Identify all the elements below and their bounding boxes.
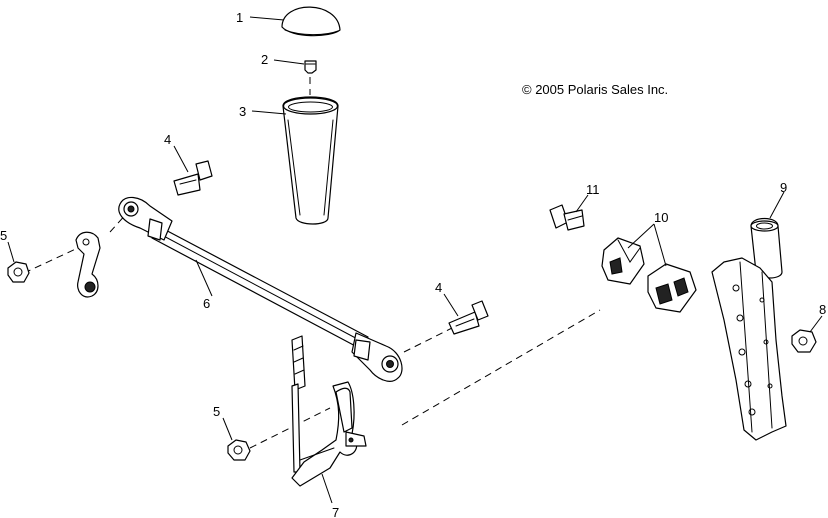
callout-11: 11 xyxy=(586,182,600,197)
part-4-bolt-lower xyxy=(448,300,489,335)
part-2-screw xyxy=(304,60,317,74)
callout-1: 1 xyxy=(236,10,243,25)
frame-bracket xyxy=(711,257,787,441)
callout-7: 7 xyxy=(332,505,339,518)
part-5-nut-left xyxy=(7,261,30,283)
part-7-bracket xyxy=(291,335,367,487)
part-8-nut xyxy=(791,329,817,353)
callout-3: 3 xyxy=(239,104,246,119)
callout-4-lower: 4 xyxy=(435,280,442,295)
callout-8: 8 xyxy=(819,302,826,317)
leader-lines xyxy=(7,16,823,504)
part-5-nut-lower xyxy=(227,439,251,461)
part-1-cap xyxy=(281,6,341,37)
callout-6: 6 xyxy=(203,296,210,311)
part-4-bolt-upper xyxy=(173,160,213,196)
callout-5-lower: 5 xyxy=(213,404,220,419)
callout-5-left: 5 xyxy=(0,228,7,243)
callout-2: 2 xyxy=(261,52,268,67)
callout-9: 9 xyxy=(780,180,787,195)
callouts: 1 2 3 4 4 5 5 6 7 8 9 10 11 xyxy=(0,10,826,518)
copyright-text: © 2005 Polaris Sales Inc. xyxy=(522,82,668,97)
part-9-sleeve xyxy=(750,217,783,279)
part-10-bushings xyxy=(601,237,697,313)
lever-arm xyxy=(75,231,101,298)
part-6-shift-rod xyxy=(118,196,403,382)
part-11-bolt xyxy=(549,204,585,231)
callout-10: 10 xyxy=(654,210,668,225)
part-3-boot xyxy=(282,96,339,225)
callout-4-upper: 4 xyxy=(164,132,171,147)
